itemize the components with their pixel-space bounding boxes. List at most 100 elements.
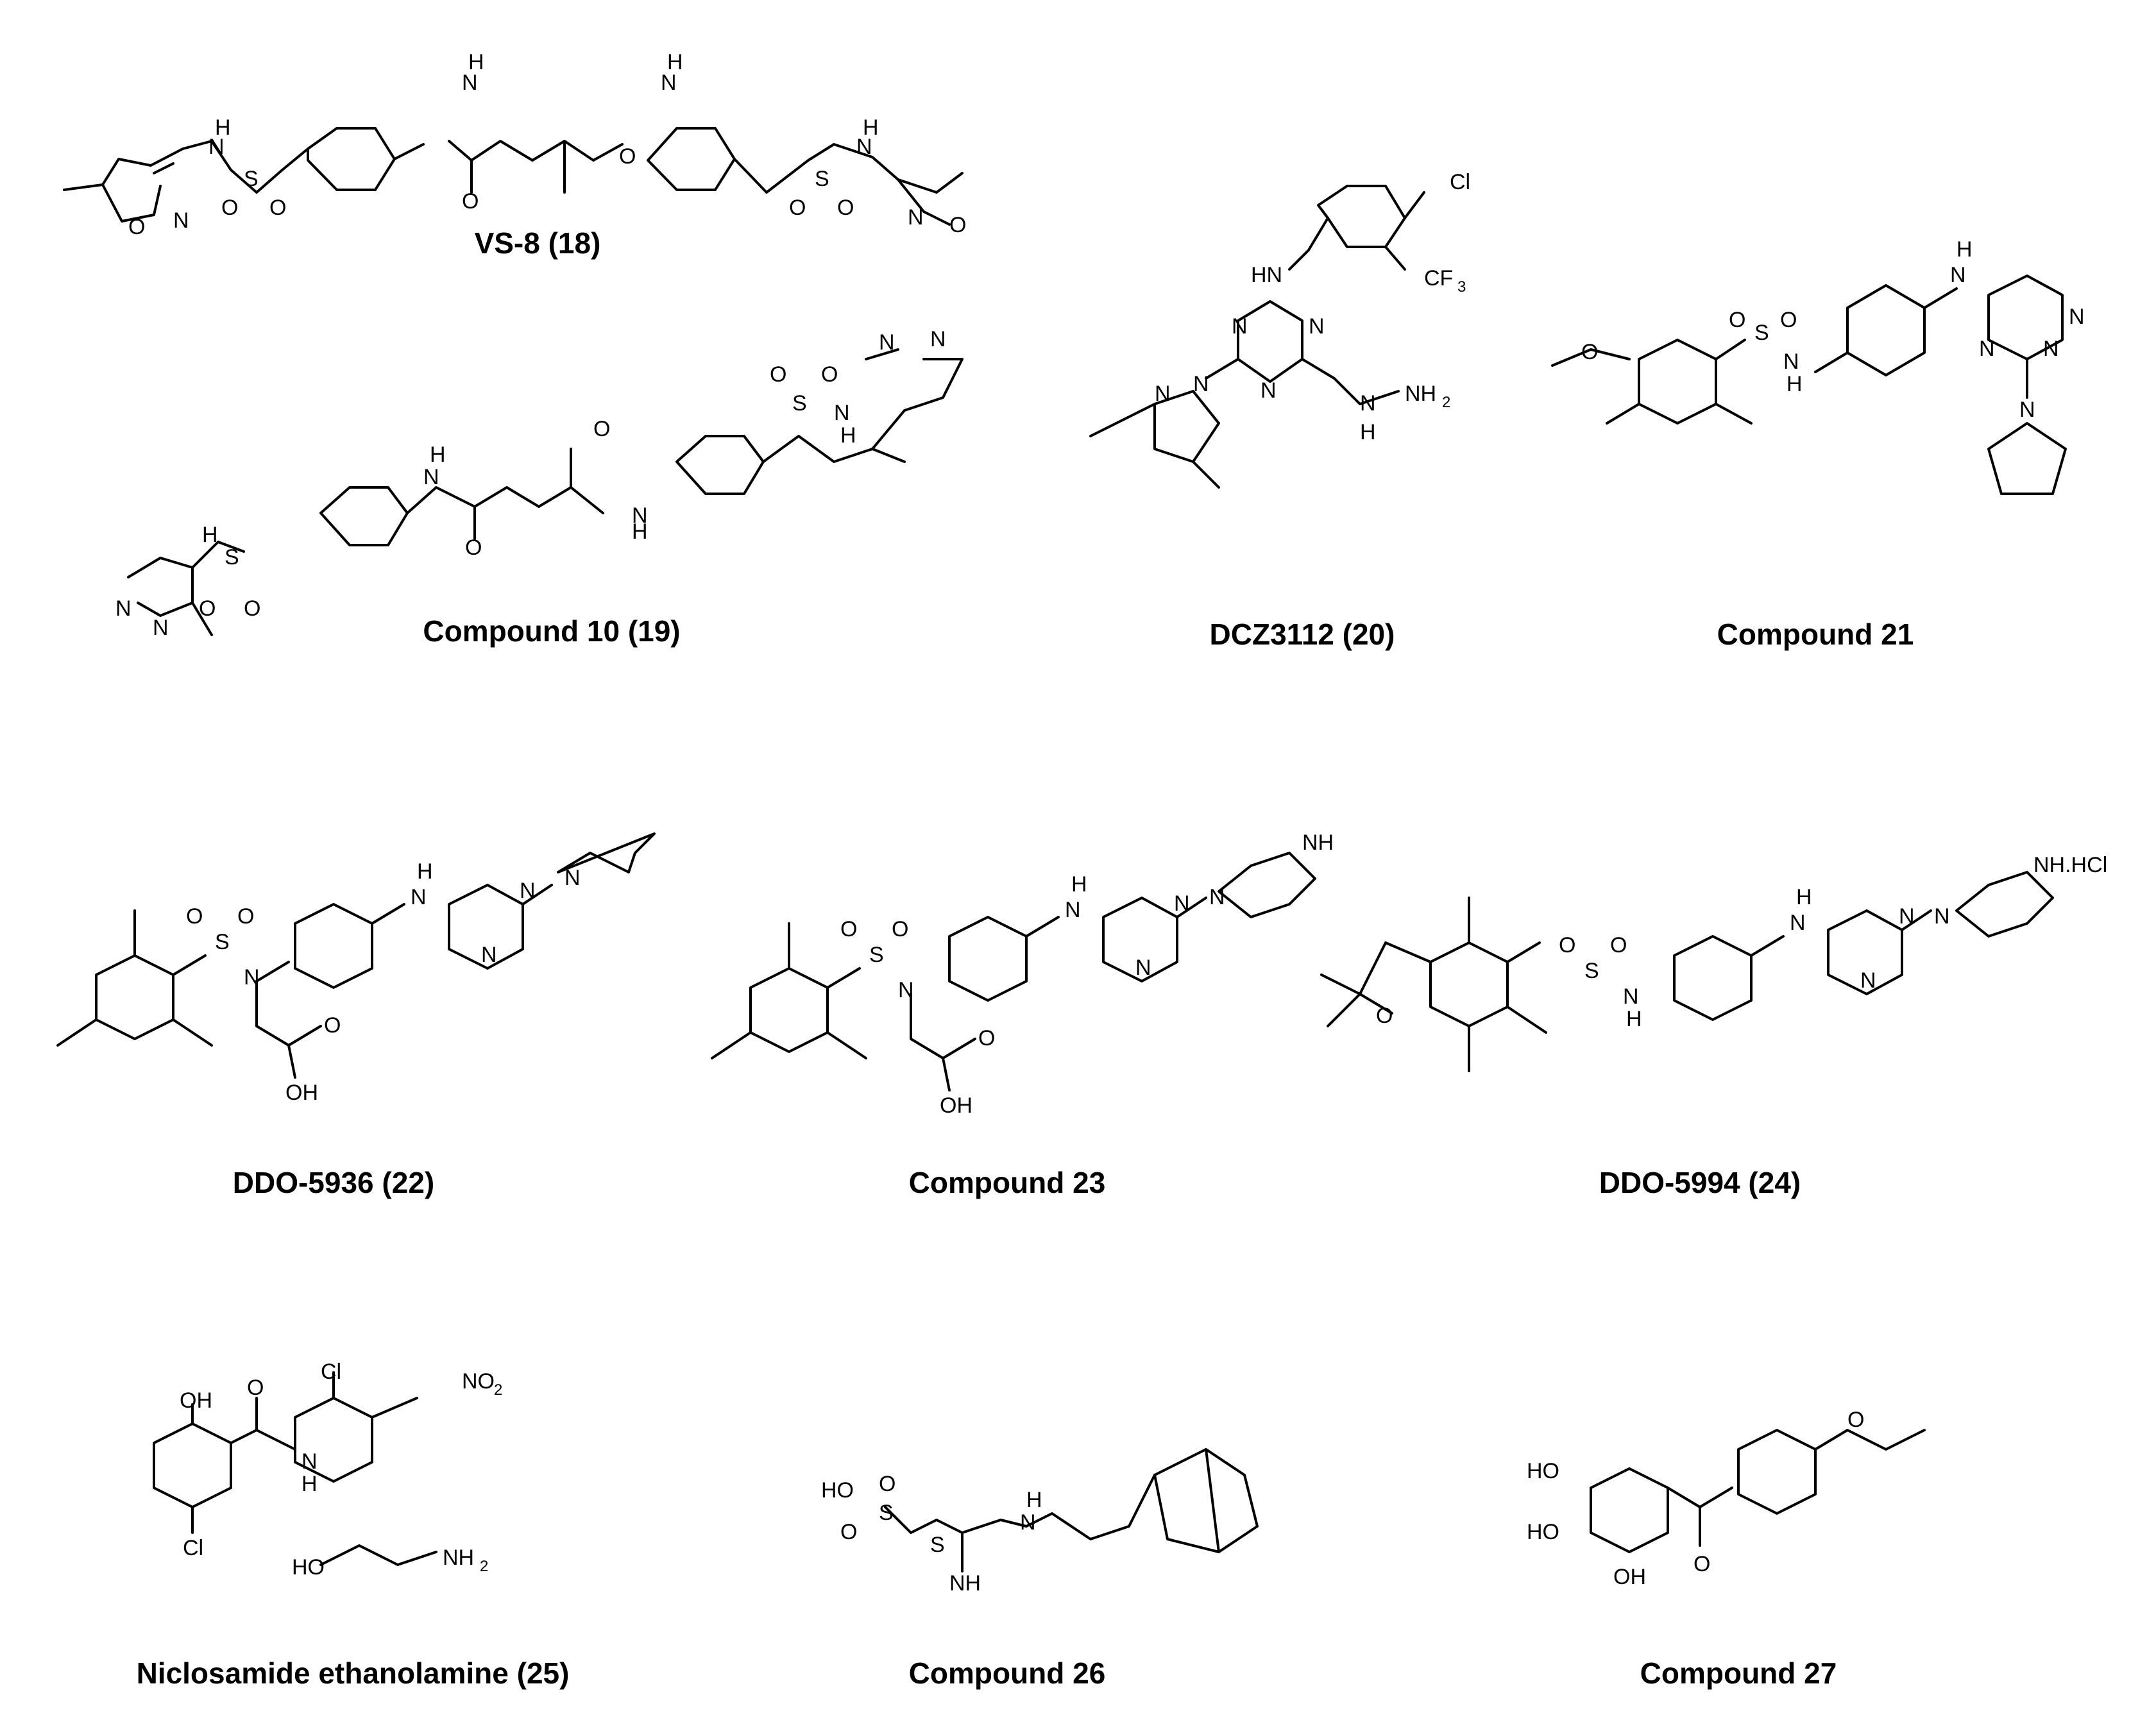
atom-hn-1: HN	[1251, 263, 1282, 287]
structure-compound-10: H S O O N N H N O O N H S O O N H N N Co…	[115, 327, 963, 648]
atom-n-38: N	[1860, 968, 1876, 993]
atom-o-3: O	[128, 215, 145, 239]
atom-s-10: S	[930, 1533, 945, 1557]
atom-nh2-1-sub: 2	[1442, 394, 1450, 411]
atom-n-5: N	[173, 208, 189, 233]
atom-o-12: O	[593, 417, 610, 441]
atom-nh2-1: NH	[1405, 382, 1436, 406]
atom-o-10: O	[244, 596, 260, 621]
atom-o-25: O	[1559, 933, 1575, 957]
atom-h-2: H	[667, 50, 683, 74]
atom-n-26: N	[244, 965, 260, 990]
structure-compound-26: HO O S O S H N NH Compound 26	[821, 1448, 1259, 1690]
caption-compound-10: Compound 10 (19)	[423, 614, 680, 648]
atom-h-7: H	[632, 519, 648, 544]
atom-h-13: H	[1071, 872, 1087, 897]
atom-n-34: N	[1174, 891, 1190, 916]
atom-n-40: N	[1934, 904, 1950, 929]
caption-compound-26: Compound 26	[909, 1656, 1106, 1690]
atom-o-26: O	[1610, 933, 1627, 957]
caption-ddo-5994: DDO-5994 (24)	[1599, 1166, 1801, 1199]
atom-o-1: O	[221, 196, 238, 220]
atom-n-18: N	[1155, 382, 1171, 406]
atom-o-30: O	[1693, 1552, 1710, 1576]
atom-nh-hcl: NH.HCl	[2033, 853, 2107, 877]
atom-s-6: S	[215, 930, 230, 954]
atom-n-29: N	[520, 879, 536, 903]
structure-compound-21: O S O O N H H N N N N N Compound 21	[1551, 237, 2085, 651]
atom-h-12: H	[417, 859, 433, 884]
atom-n-4: N	[208, 135, 225, 159]
atom-s-7: S	[869, 943, 884, 967]
atom-o-31: O	[1847, 1408, 1864, 1432]
atom-n-21: N	[1950, 263, 1966, 287]
caption-ddo-5936: DDO-5936 (22)	[233, 1166, 434, 1199]
atom-o-29: O	[840, 1520, 857, 1544]
atom-n-3: N	[856, 135, 872, 159]
atom-h-8: H	[840, 423, 856, 448]
atom-s-9: S	[879, 1501, 894, 1525]
atom-n-30: N	[564, 866, 581, 890]
atom-n-10: N	[632, 503, 648, 528]
atom-n-37: N	[1790, 911, 1806, 935]
atom-o-2: O	[269, 196, 286, 220]
atom-nh2-2: NH	[443, 1546, 474, 1570]
atom-n-19: N	[1193, 372, 1209, 396]
atom-o-15: O	[1581, 340, 1598, 364]
atom-s-5: S	[1754, 321, 1769, 345]
atom-no2-sub: 2	[494, 1381, 502, 1399]
atom-n-7: N	[115, 596, 132, 621]
atom-h-11: H	[1957, 237, 1973, 262]
atom-n-20: N	[1783, 350, 1799, 374]
atom-ho-2: HO	[821, 1478, 854, 1503]
atom-n-28: N	[481, 943, 497, 967]
atom-oh-4: OH	[1613, 1565, 1646, 1589]
atom-n-36: N	[1623, 984, 1639, 1009]
atom-n-13: N	[930, 327, 946, 351]
atom-o-23: O	[978, 1026, 995, 1050]
atom-h-16: H	[301, 1472, 318, 1496]
structure-vs8: H N H N H N H N S O O N O O O S O O N O …	[63, 50, 966, 260]
atom-n-31: N	[898, 978, 914, 1002]
atom-o-19: O	[237, 904, 254, 929]
atom-h-10: H	[1787, 372, 1803, 396]
atom-n-8: N	[153, 616, 169, 640]
atom-o-5: O	[619, 144, 636, 169]
atom-o-8: O	[949, 213, 966, 237]
atom-n-6: N	[908, 205, 924, 230]
atom-n-23: N	[1979, 337, 1995, 361]
structure-niclosamide-ethanolamine: OH O N H Cl Cl NO 2 HO NH 2 Niclosamide …	[137, 1360, 570, 1690]
atom-nh-imine: NH	[949, 1571, 981, 1596]
atom-n-15: N	[1309, 314, 1325, 339]
atom-n-25: N	[2019, 398, 2035, 422]
atom-h-15: H	[1796, 885, 1812, 909]
atom-h-5: H	[202, 523, 218, 547]
atom-o-24: O	[1376, 1004, 1393, 1028]
atom-o-11: O	[465, 535, 482, 560]
atom-o-28: O	[879, 1472, 896, 1496]
atom-n-24: N	[2043, 337, 2059, 361]
atom-o-16: O	[1729, 308, 1745, 332]
caption-niclosamide: Niclosamide ethanolamine (25)	[137, 1656, 570, 1690]
atom-o-9: O	[199, 596, 216, 621]
atom-n-17: N	[1360, 391, 1376, 416]
atom-n-2: N	[661, 71, 677, 95]
atom-h-4: H	[215, 115, 231, 140]
atom-n-32: N	[1065, 898, 1081, 922]
atom-h-17: H	[1026, 1488, 1042, 1512]
atom-cl-2: Cl	[321, 1360, 341, 1384]
caption-dcz3112: DCZ3112 (20)	[1210, 618, 1395, 651]
atom-n-16: N	[1260, 378, 1277, 403]
atom-o-18: O	[186, 904, 203, 929]
atom-s-8: S	[1584, 959, 1599, 983]
atom-h-1: H	[468, 50, 484, 74]
atom-oh-2: OH	[940, 1093, 972, 1118]
atom-o-6: O	[789, 196, 806, 220]
atom-n-22: N	[2069, 305, 2085, 329]
atom-n-12: N	[879, 330, 895, 355]
atom-o-22: O	[892, 917, 908, 941]
atom-cf3-sub: 3	[1457, 278, 1466, 296]
atom-n-1: N	[462, 71, 478, 95]
atom-nh-1: NH	[1302, 830, 1334, 855]
